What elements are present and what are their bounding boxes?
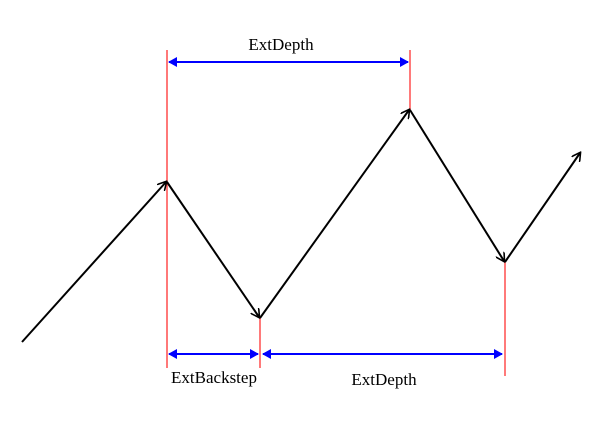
zigzag-leg-down-2 <box>409 109 504 261</box>
marker-lines <box>166 50 506 376</box>
top-ext-depth-label: ExtDepth <box>248 35 314 54</box>
zigzag-leg-up-2 <box>259 110 409 319</box>
zigzag-leg-up-1 <box>21 182 166 343</box>
bottom-ext-depth-label: ExtDepth <box>351 370 417 389</box>
zigzag-leg-down-1 <box>166 181 259 317</box>
price-zigzag <box>21 109 580 343</box>
dimension-arrows <box>168 57 503 359</box>
ext-backstep-label: ExtBackstep <box>171 368 257 387</box>
zigzag-leg-up-3 <box>504 153 580 263</box>
